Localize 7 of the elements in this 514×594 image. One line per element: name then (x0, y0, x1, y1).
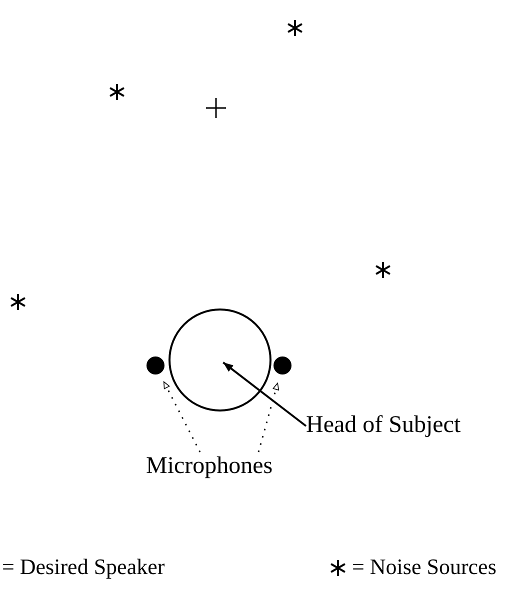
leader-line (162, 380, 201, 452)
callout-label: Microphones (146, 452, 273, 480)
callout-label: Head of Subject (306, 411, 461, 439)
leader-line (258, 382, 279, 452)
legend-text: = Noise Sources (352, 553, 496, 581)
legend-text: = Desired Speaker (2, 553, 165, 581)
arrow (222, 362, 307, 427)
